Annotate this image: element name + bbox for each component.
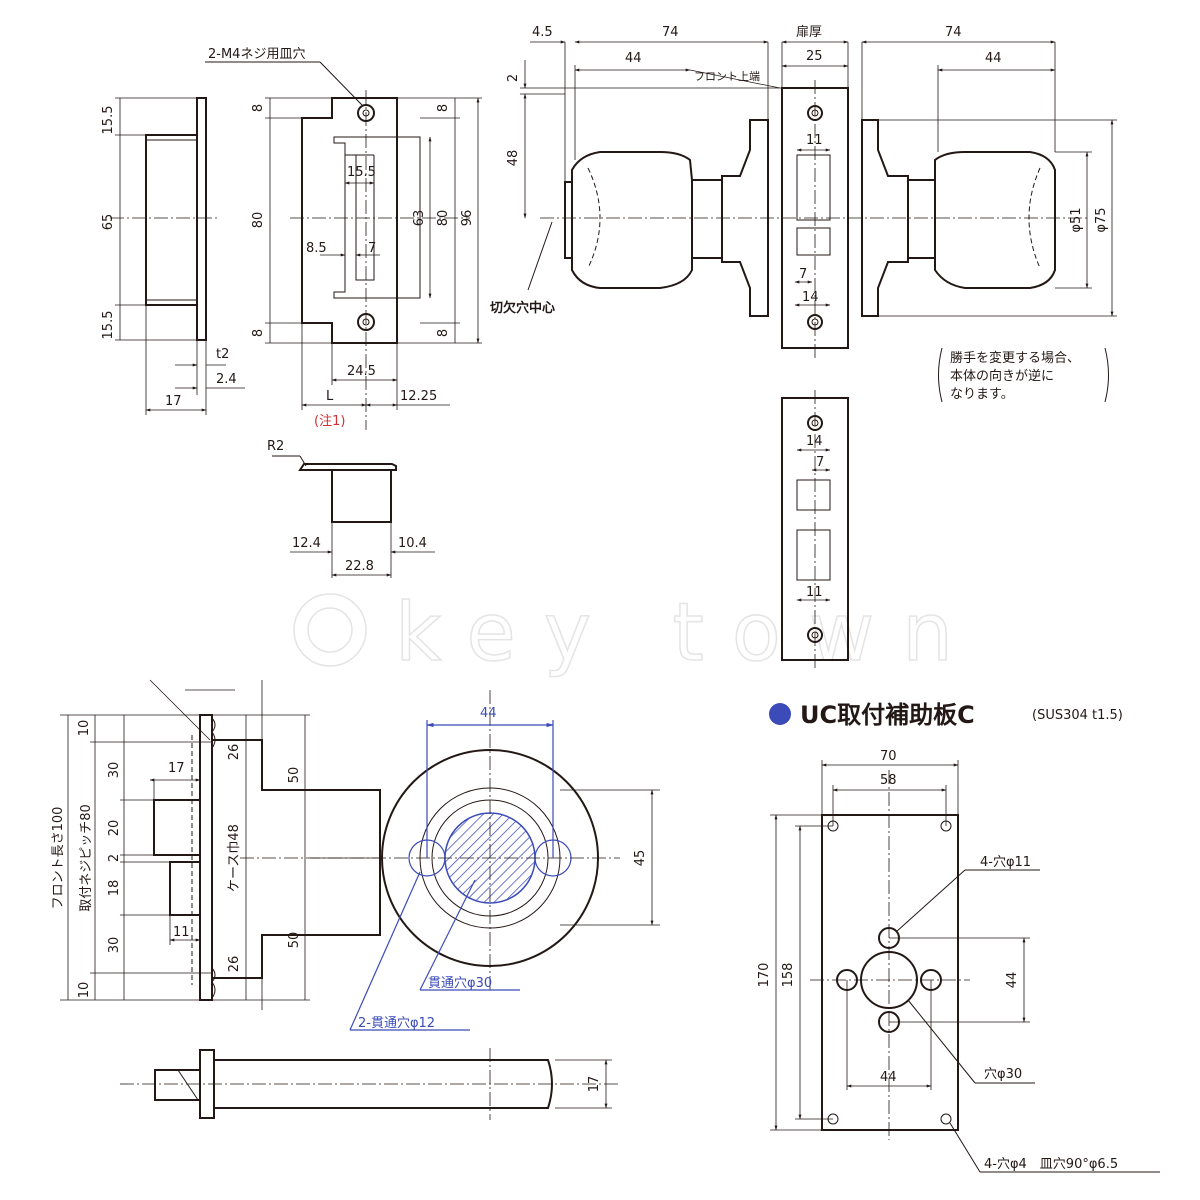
label-screw-holes: 2-M4ネジ用皿穴 xyxy=(208,47,305,62)
dim-8-5: 8.5 xyxy=(306,241,327,256)
uc-plate-view xyxy=(770,760,1160,1173)
dim-door-thickness: 扉厚 xyxy=(796,24,822,40)
dim-15-5: 15.5 xyxy=(347,165,376,180)
dim-10-a: 10 xyxy=(77,720,92,737)
label-front-length: フロント長さ100 xyxy=(51,807,66,910)
knob-assembly-view xyxy=(520,40,1117,403)
title-bullet-icon xyxy=(769,703,791,725)
dim-44-vertical: 44 xyxy=(1005,972,1020,989)
label-through-hole-30: 貫通穴φ30 xyxy=(428,976,492,991)
dim-10-4: 10.4 xyxy=(398,536,427,551)
dim-2: 2 xyxy=(506,74,521,82)
dim-48: 48 xyxy=(506,150,521,167)
dim-170: 170 xyxy=(757,963,772,988)
dim-17: 17 xyxy=(168,761,185,776)
dim-8-b: 8 xyxy=(251,329,266,337)
dim-12-4: 12.4 xyxy=(292,536,321,551)
dim-14-b: 14 xyxy=(806,434,823,449)
dim-74-b: 74 xyxy=(945,25,962,40)
dim-65: 65 xyxy=(101,214,116,231)
dim-15-5-bottom: 15.5 xyxy=(101,311,116,340)
lock-case-view xyxy=(60,679,660,1031)
dim-17: 17 xyxy=(165,394,182,409)
dim-7-b: 7 xyxy=(816,455,824,470)
label-holes-4: 4-穴φ4 皿穴90°φ6.5 xyxy=(984,1157,1118,1172)
label-holes-11: 4-穴φ11 xyxy=(980,855,1031,870)
dim-11-b: 11 xyxy=(806,585,823,600)
dim-30-b: 30 xyxy=(107,937,122,954)
front-plate-view xyxy=(781,390,849,670)
dim-10-b: 10 xyxy=(77,982,92,999)
dim-8-a: 8 xyxy=(251,104,266,112)
dim-30-a: 30 xyxy=(107,762,122,779)
dim-25: 25 xyxy=(806,49,823,64)
note-line-3: なります。 xyxy=(950,387,1014,402)
note-1: (注1) xyxy=(314,414,345,429)
dim-44-b: 44 xyxy=(985,51,1002,66)
dim-50-b: 50 xyxy=(287,932,302,949)
dim-96: 96 xyxy=(460,210,475,227)
dim-t2: t2 xyxy=(216,347,229,362)
dim-80-b: 80 xyxy=(436,210,451,227)
dim-18: 18 xyxy=(107,880,122,897)
note-line-1: 勝手を変更する場合、 xyxy=(950,350,1080,366)
dim-12-25: 12.25 xyxy=(400,389,437,404)
dim-15-5-top: 15.5 xyxy=(101,106,116,135)
dim-26-a: 26 xyxy=(227,744,242,761)
dim-4-5: 4.5 xyxy=(532,25,553,40)
dim-26-b: 26 xyxy=(227,956,242,973)
dim-17-b: 17 xyxy=(587,1076,602,1093)
strike-front-view xyxy=(205,61,482,430)
dim-phi75: φ75 xyxy=(1094,207,1109,232)
dim-44: 44 xyxy=(480,706,497,721)
dim-45: 45 xyxy=(633,850,648,867)
dim-L: L xyxy=(326,389,334,404)
note-line-2: 本体の向きが逆に xyxy=(950,368,1054,384)
label-screw-pitch: 取付ネジピッチ80 xyxy=(79,804,94,912)
dim-50-a: 50 xyxy=(287,767,302,784)
strike-section-view xyxy=(272,455,435,578)
dim-phi51: φ51 xyxy=(1069,207,1084,232)
dim-22-8: 22.8 xyxy=(345,559,374,574)
dim-2: 2 xyxy=(107,854,122,862)
plate-title-group xyxy=(769,703,791,725)
dim-8-c: 8 xyxy=(436,104,451,112)
dim-14-a: 14 xyxy=(802,290,819,305)
dim-158: 158 xyxy=(781,963,796,988)
dim-8-d: 8 xyxy=(436,329,451,337)
dim-11: 11 xyxy=(173,925,190,940)
strike-side-view xyxy=(110,97,245,415)
dim-R2: R2 xyxy=(267,439,284,454)
watermark: key town xyxy=(293,585,981,680)
label-through-hole-12: 2-貫通穴φ12 xyxy=(358,1016,435,1031)
dim-44-horizontal: 44 xyxy=(880,1070,897,1085)
dim-58: 58 xyxy=(880,773,897,788)
dim-80-a: 80 xyxy=(251,212,266,229)
dim-44-a: 44 xyxy=(625,51,642,66)
label-front-top: フロント上端 xyxy=(694,70,760,83)
dim-70: 70 xyxy=(880,749,897,764)
label-cut-center: 切欠穴中心 xyxy=(490,300,555,316)
dim-2-4: 2.4 xyxy=(216,372,237,387)
watermark-text: key town xyxy=(395,586,981,679)
label-hole-30: 穴φ30 xyxy=(984,1067,1022,1082)
plate-spec: (SUS304 t1.5) xyxy=(1032,708,1123,723)
dim-7: 7 xyxy=(368,241,376,256)
dim-63: 63 xyxy=(412,210,427,227)
lock-case-side-view xyxy=(120,1048,620,1120)
dim-20: 20 xyxy=(107,820,122,837)
dim-74-a: 74 xyxy=(662,25,679,40)
label-case-width: ケース巾48 xyxy=(227,824,242,892)
dim-7-a: 7 xyxy=(799,267,807,282)
dim-24-5: 24.5 xyxy=(347,364,376,379)
dim-11-a: 11 xyxy=(806,133,823,148)
plate-title: UC取付補助板C xyxy=(800,701,975,729)
